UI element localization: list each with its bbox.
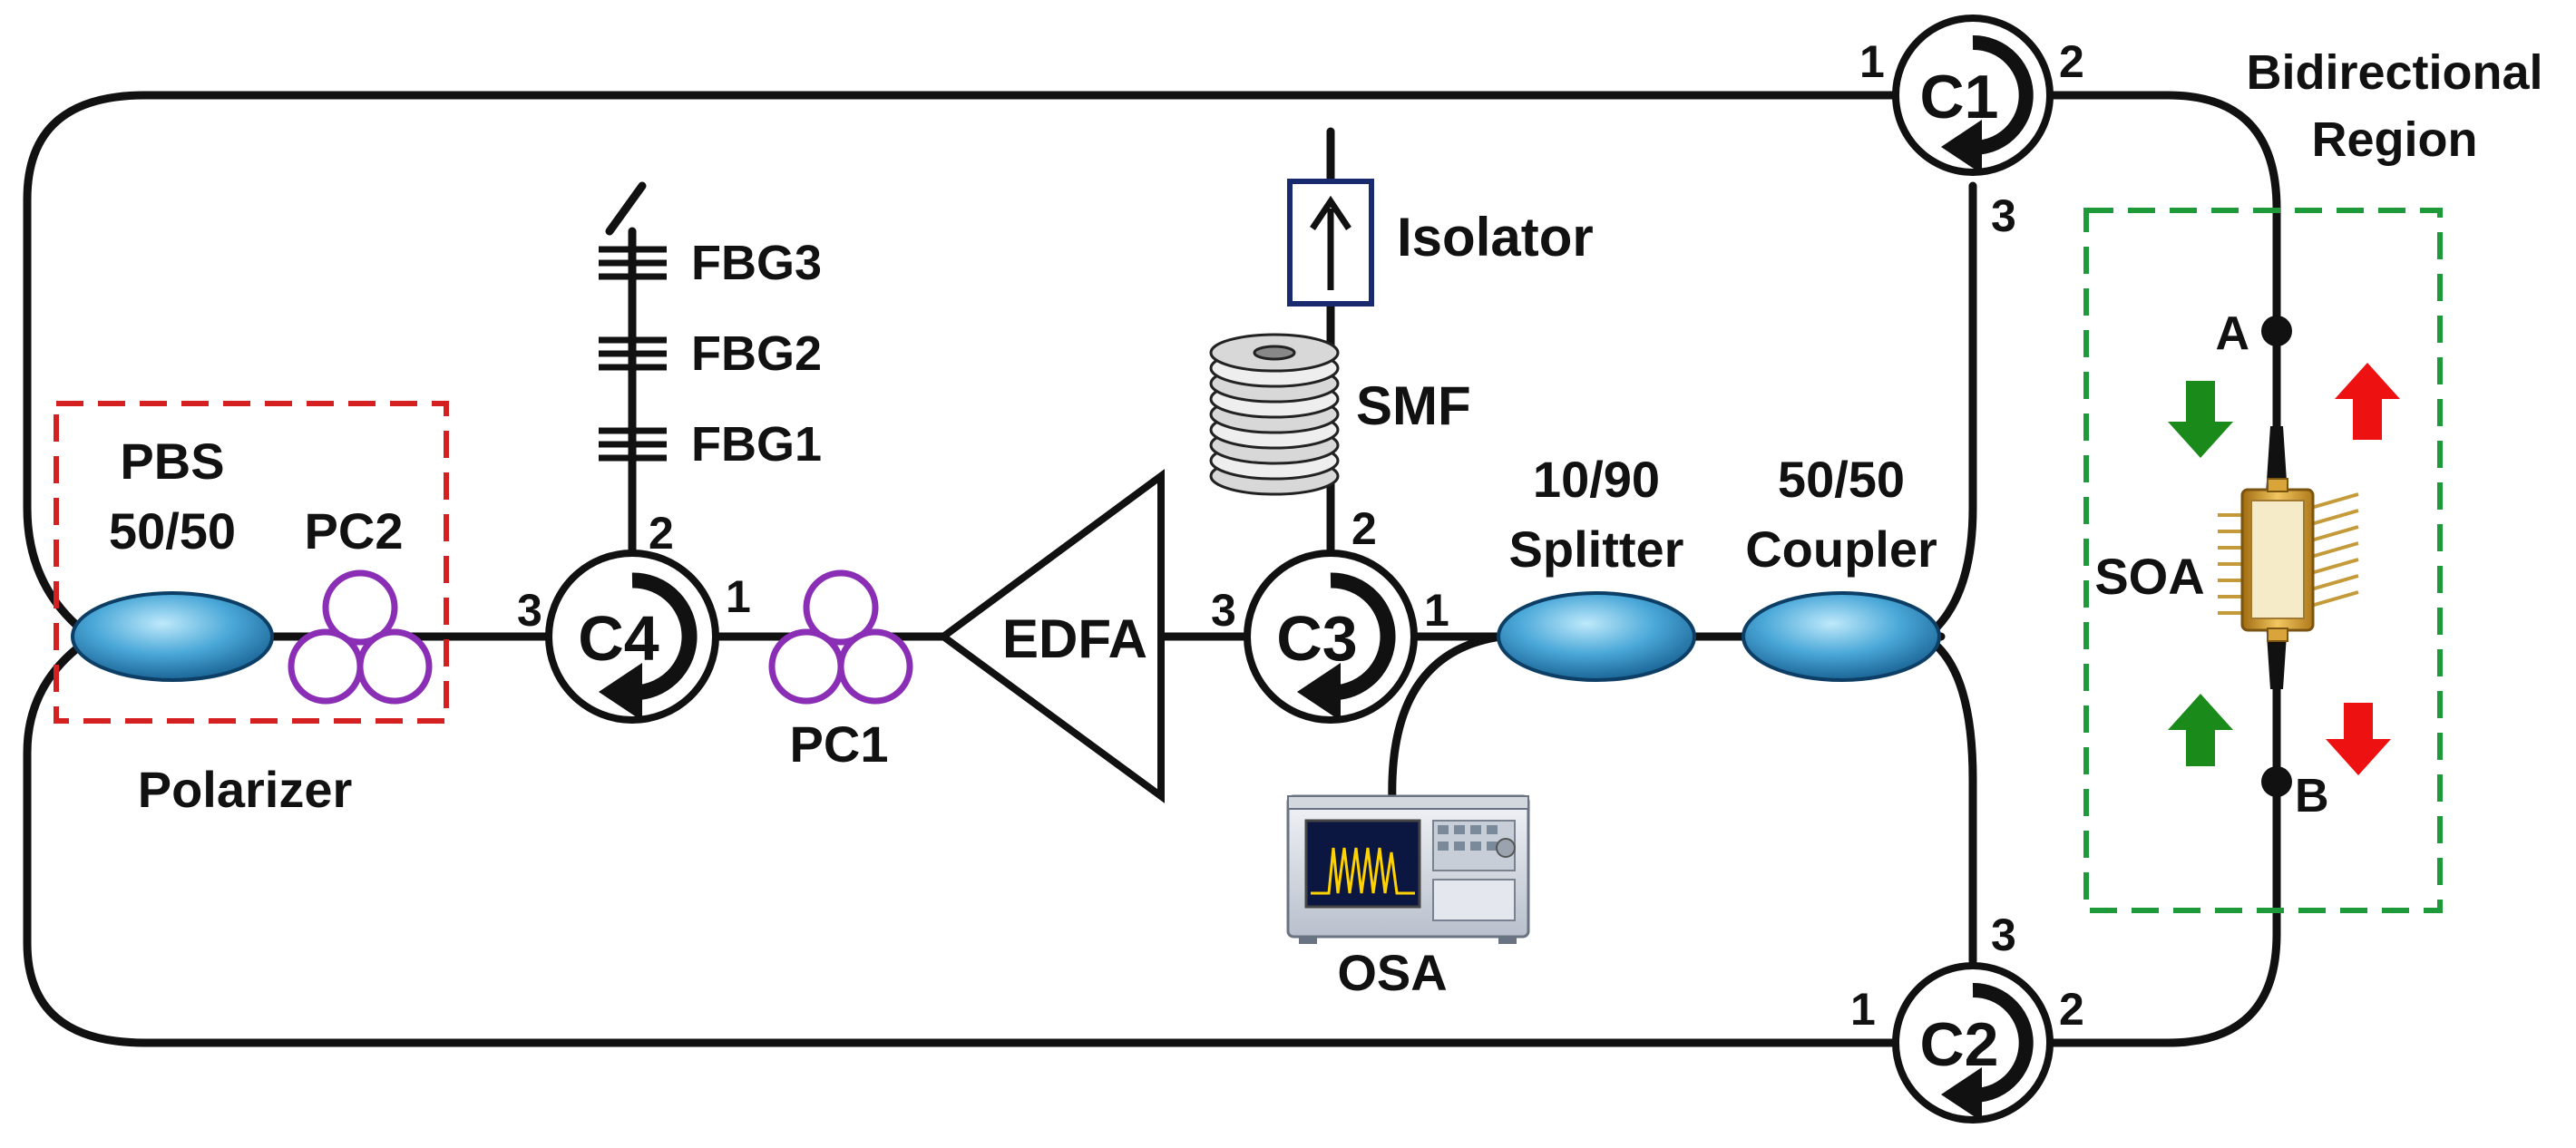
pc1-label: PC1 bbox=[790, 715, 889, 773]
bidirectional-region-label-line1: Bidirectional bbox=[2246, 45, 2542, 100]
polarizer-label: Polarizer bbox=[138, 761, 353, 818]
coupler-label-line1: 50/50 bbox=[1778, 451, 1905, 508]
port-numbers: 1 2 3 1 2 3 1 2 3 1 2 3 bbox=[517, 36, 2084, 1035]
c3-port2: 2 bbox=[1351, 503, 1377, 554]
pbs-coupler bbox=[71, 591, 274, 682]
splitter-label-line1: 10/90 bbox=[1533, 451, 1660, 508]
point-a-label: A bbox=[2215, 307, 2249, 360]
bidirectional-region-label-line2: Region bbox=[2312, 112, 2478, 167]
red-arrow-up-icon bbox=[2335, 363, 2400, 440]
soa-label: SOA bbox=[2094, 548, 2204, 605]
edfa-amplifier bbox=[937, 469, 1165, 803]
c1-port1: 1 bbox=[1859, 36, 1885, 87]
edfa-label: EDFA bbox=[1002, 608, 1147, 669]
circulator-c2: C2 bbox=[1892, 962, 2054, 1124]
pbs-label-line1: PBS bbox=[120, 433, 224, 490]
splitter-label-line2: Splitter bbox=[1509, 520, 1684, 578]
circulator-c3: C3 bbox=[1244, 550, 1418, 724]
point-a-dot bbox=[2261, 316, 2292, 346]
bidirectional-region-box bbox=[2083, 208, 2443, 913]
smf-spool-icon bbox=[1209, 333, 1340, 496]
red-arrow-down-icon bbox=[2326, 703, 2391, 775]
c2-port3: 3 bbox=[1991, 910, 2016, 960]
pbs-label-line2: 50/50 bbox=[109, 502, 236, 559]
soa-device bbox=[2218, 426, 2359, 689]
c1-port2: 2 bbox=[2059, 36, 2084, 87]
fiber-coupler-to-c1 bbox=[1932, 181, 1977, 632]
green-arrow-down-icon bbox=[2168, 381, 2233, 458]
point-b-label: B bbox=[2295, 770, 2329, 822]
c4-port2: 2 bbox=[649, 508, 674, 559]
circulator-c1: C1 bbox=[1892, 15, 2054, 176]
fiber-splitter-to-osa bbox=[1388, 632, 1506, 807]
c2-port1: 1 bbox=[1850, 984, 1876, 1035]
c4-port3: 3 bbox=[517, 585, 542, 636]
fbg3-label: FBG3 bbox=[691, 236, 822, 290]
c4-label: C4 bbox=[578, 603, 659, 674]
pc2-label: PC2 bbox=[305, 502, 404, 559]
c3-label: C3 bbox=[1276, 603, 1357, 674]
fiber-top-loop bbox=[23, 91, 1900, 630]
coupler-50-50 bbox=[1742, 591, 1941, 682]
green-arrow-up-icon bbox=[2168, 694, 2233, 766]
circulator-c4: C4 bbox=[545, 550, 719, 724]
c3-port1: 1 bbox=[1424, 585, 1449, 636]
osa-label: OSA bbox=[1337, 944, 1447, 1001]
fiber-angled-end bbox=[605, 181, 647, 236]
splitter-10-90 bbox=[1497, 591, 1696, 682]
coupler-label-line2: Coupler bbox=[1745, 520, 1937, 578]
smf-label: SMF bbox=[1356, 375, 1471, 436]
c2-label: C2 bbox=[1920, 1010, 1999, 1079]
fbg-gratings bbox=[599, 246, 667, 462]
osa-instrument-icon bbox=[1286, 794, 1530, 944]
c2-port2: 2 bbox=[2059, 984, 2084, 1035]
polarizer-box bbox=[54, 401, 449, 724]
isolator-label: Isolator bbox=[1397, 207, 1594, 268]
fiber-coupler-to-c2 bbox=[1932, 641, 1977, 966]
pc1-polarization-controller bbox=[768, 569, 913, 705]
fiber-bottom-loop bbox=[23, 644, 1900, 1047]
fbg2-label: FBG2 bbox=[691, 326, 822, 381]
c3-port3: 3 bbox=[1211, 585, 1236, 636]
fbg1-label: FBG1 bbox=[691, 417, 822, 472]
c4-port1: 1 bbox=[726, 571, 751, 622]
isolator bbox=[1287, 179, 1374, 306]
pc2-polarization-controller bbox=[288, 569, 433, 705]
point-b-dot bbox=[2261, 766, 2292, 797]
c1-port3: 3 bbox=[1991, 190, 2016, 241]
c1-label: C1 bbox=[1920, 63, 1999, 131]
